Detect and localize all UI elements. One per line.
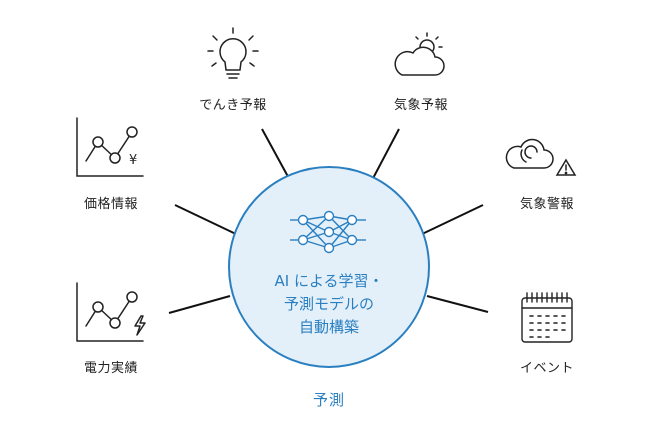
label-kisho-keiho: 気象警報: [519, 197, 575, 212]
center-line: 予測モデルの: [283, 295, 374, 313]
center-line: 自動構築: [298, 318, 359, 336]
connector-line: [426, 295, 489, 313]
connector-line: [419, 204, 484, 236]
center-line: AI による学習・: [274, 272, 384, 290]
label-kisho-yoho: 気象予報: [393, 98, 449, 113]
connector-line: [261, 128, 293, 185]
prediction-caption: 予測: [312, 391, 346, 409]
lightbulb-icon: [207, 27, 259, 79]
svg-text:¥: ¥: [129, 153, 137, 168]
center-circle: [228, 166, 430, 368]
calendar-icon: [521, 292, 573, 343]
label-kakaku-joho: 価格情報: [83, 197, 139, 212]
label-denryoku-jisseki: 電力実績: [83, 361, 139, 376]
connector-line: [369, 128, 400, 185]
power-chart-bolt-icon: [76, 282, 146, 342]
sun-cloud-icon: [394, 32, 445, 76]
neural-network-icon: [290, 210, 366, 254]
connector-line: [168, 295, 231, 314]
price-chart-yen-icon: ¥: [76, 117, 144, 177]
label-event: イベント: [519, 361, 575, 376]
storm-warning-icon: [505, 138, 577, 176]
center-text: AI による学習・ 予測モデルの 自動構築: [244, 270, 414, 339]
connector-line: [174, 204, 239, 236]
label-denki-yoho: でんき予報: [199, 98, 267, 113]
